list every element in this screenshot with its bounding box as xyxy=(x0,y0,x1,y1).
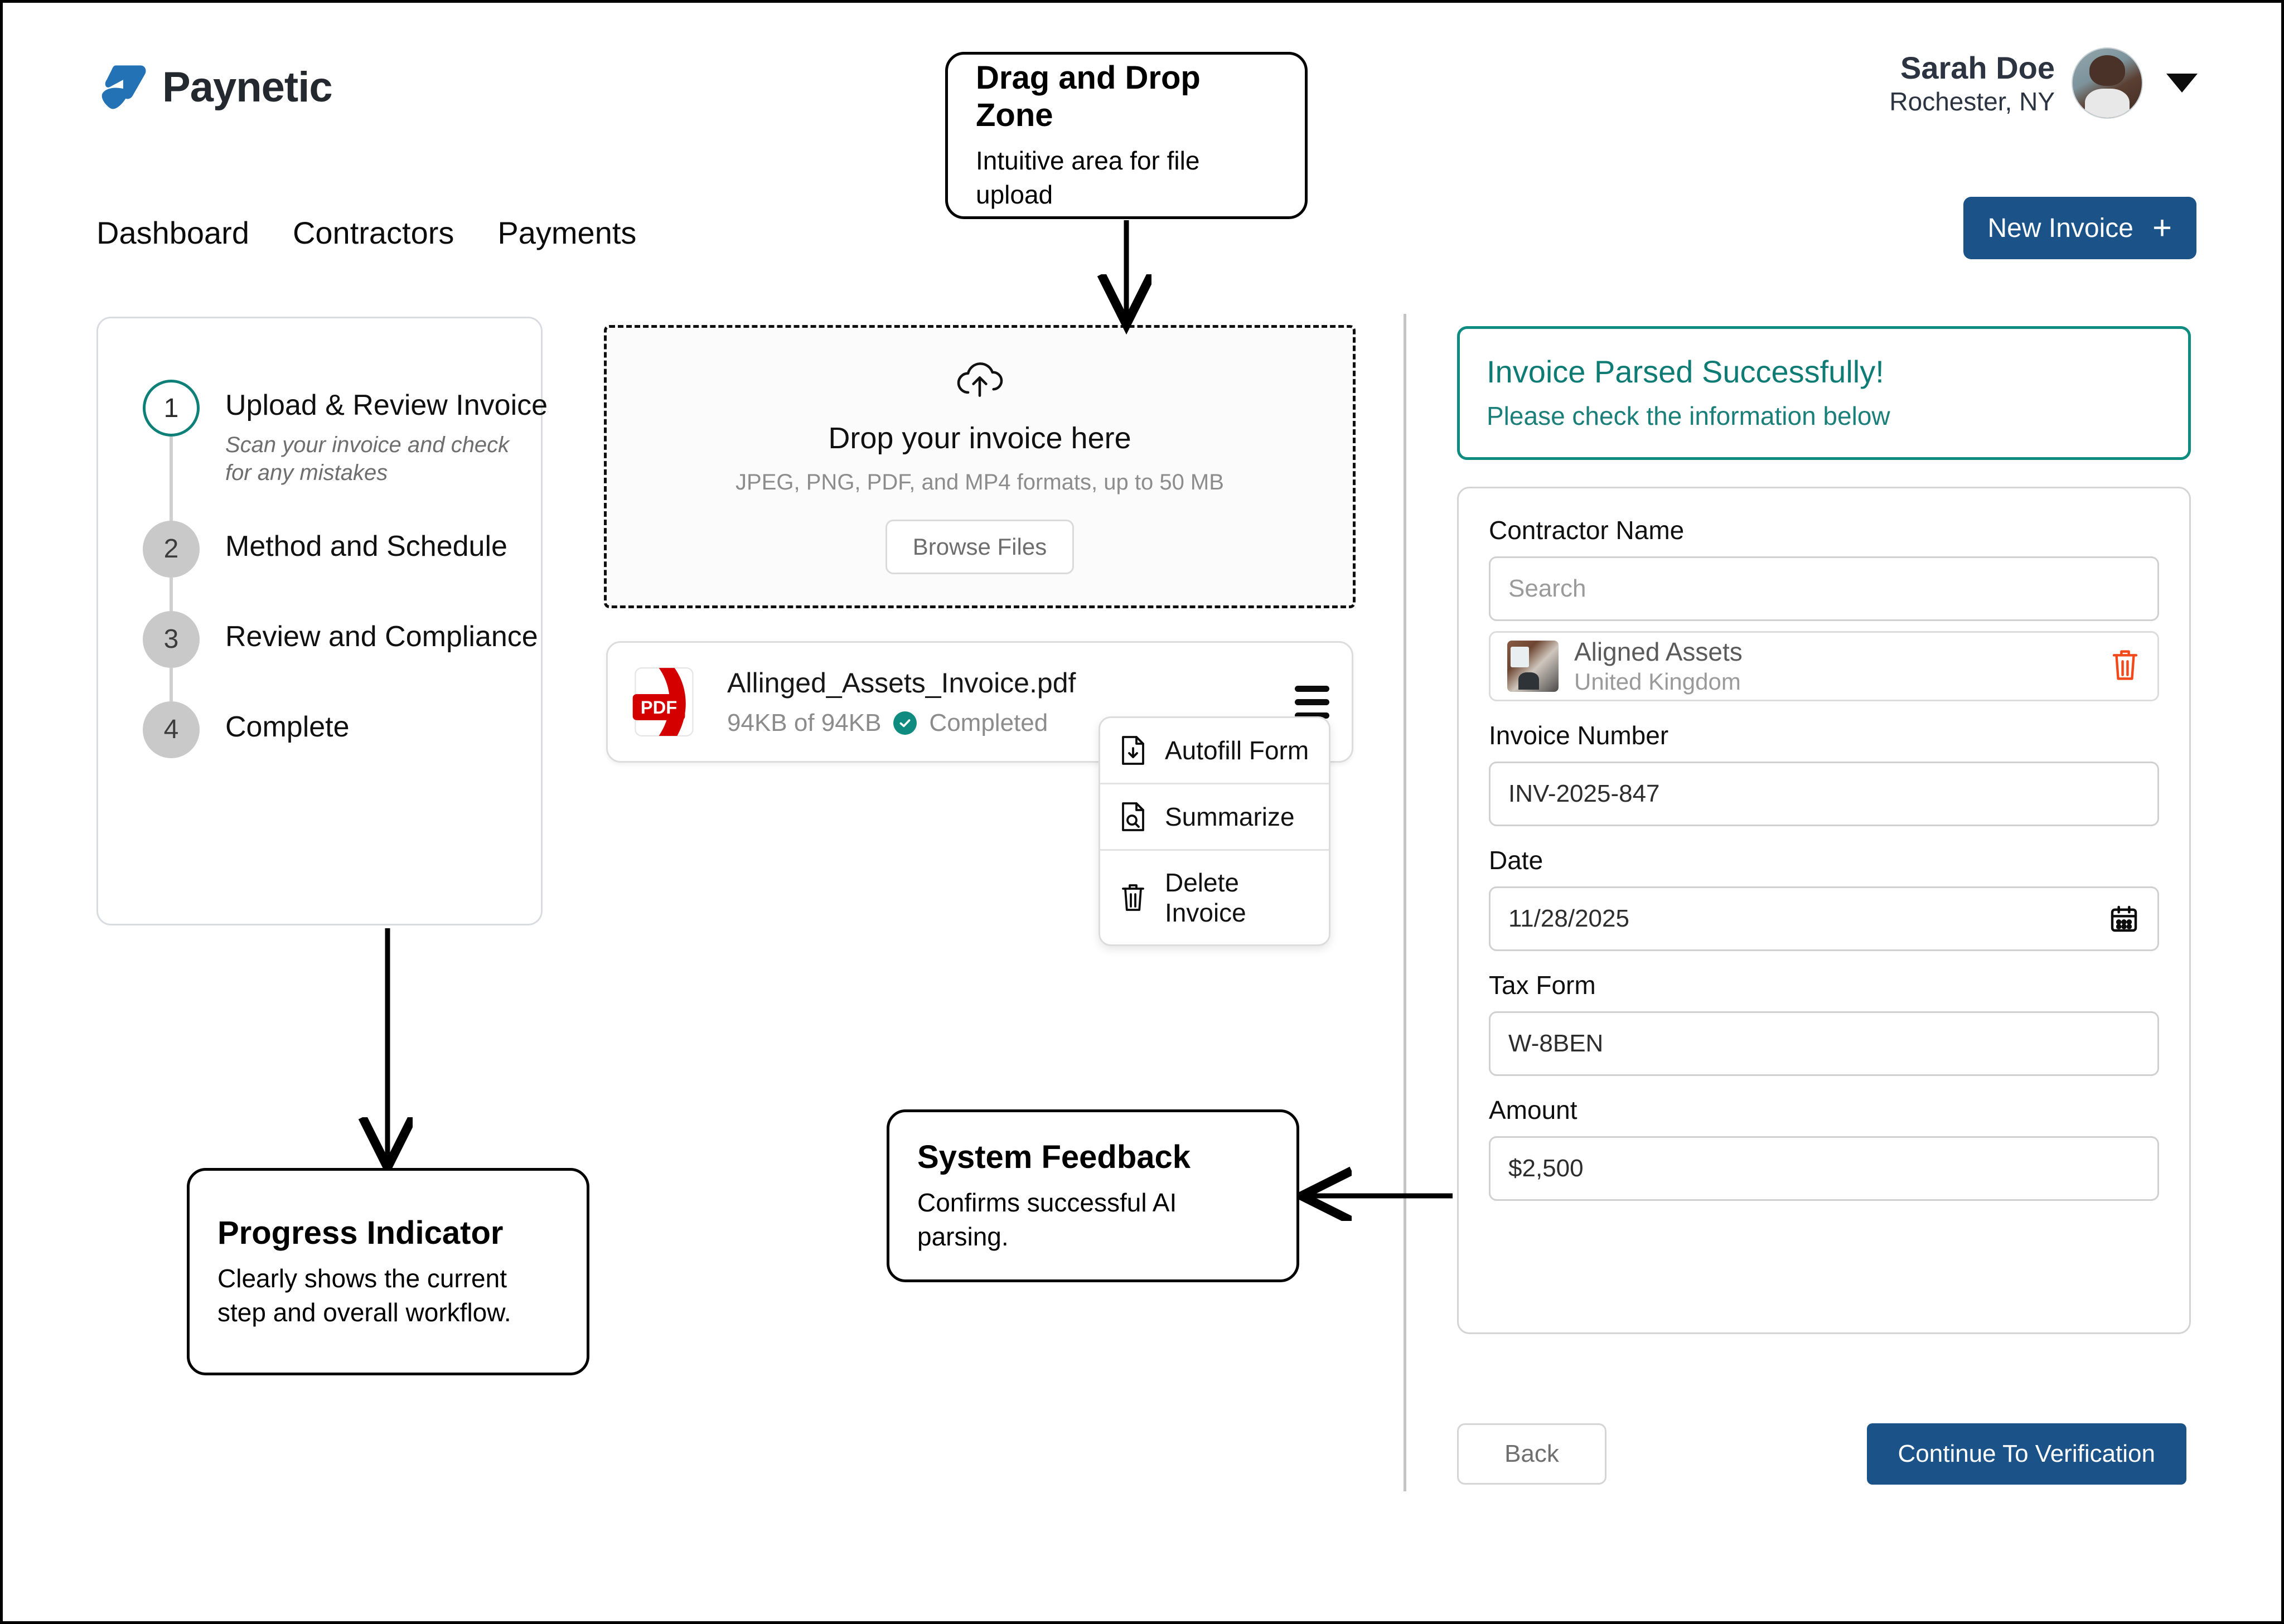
step-item-3[interactable]: 3 Review and Compliance xyxy=(143,610,548,701)
new-invoice-button[interactable]: New Invoice + xyxy=(1963,197,2196,259)
selected-contractor-row: Aligned Assets United Kingdom xyxy=(1489,631,2159,701)
amount-input[interactable]: $2,500 xyxy=(1489,1136,2159,1201)
paynetic-logo-icon xyxy=(101,65,146,109)
nav-item-contractors[interactable]: Contractors xyxy=(292,215,454,250)
invoice-number-label: Invoice Number xyxy=(1489,721,1669,750)
menu-item-autofill-form-label: Autofill Form xyxy=(1165,736,1309,765)
file-meta: Allinged_Assets_Invoice.pdf 94KB of 94KB… xyxy=(727,667,1076,737)
step-title-2: Method and Schedule xyxy=(225,530,507,563)
contractor-info: Aligned Assets United Kingdom xyxy=(1574,636,1743,696)
contractor-country-value: United Kingdom xyxy=(1574,668,1741,695)
trash-icon xyxy=(2112,649,2138,680)
file-context-menu: Autofill Form Summarize Delete Invoice xyxy=(1099,716,1330,946)
step-list: 1 Upload & Review Invoice Scan your invo… xyxy=(143,380,548,758)
step-bubble-1: 1 xyxy=(143,380,200,437)
callout-drag-drop-title: Drag and Drop Zone xyxy=(976,60,1201,134)
brand-name: Paynetic xyxy=(162,63,333,111)
dropzone-subtitle: JPEG, PNG, PDF, and MP4 formats, up to 5… xyxy=(735,469,1224,495)
new-invoice-label: New Invoice xyxy=(1987,213,2133,243)
tax-form-input[interactable]: W-8BEN xyxy=(1489,1011,2159,1076)
step-bubble-4: 4 xyxy=(143,701,200,758)
callout-progress-indicator: Progress Indicator Clearly shows the cur… xyxy=(187,1168,589,1375)
success-banner-title: Invoice Parsed Successfully! xyxy=(1487,354,1884,389)
check-circle-icon xyxy=(893,711,917,735)
plus-icon: + xyxy=(2152,209,2172,246)
continue-to-verification-button[interactable]: Continue To Verification xyxy=(1866,1423,2186,1485)
callout-progress-title: Progress Indicator xyxy=(217,1214,504,1251)
brand: Paynetic xyxy=(96,61,333,113)
field-invoice-number: Invoice Number INV-2025-847 xyxy=(1489,720,2159,826)
callout-progress-subtitle: Clearly shows the current step and overa… xyxy=(217,1263,511,1327)
step-title-4: Complete xyxy=(225,710,350,743)
panel-divider xyxy=(1404,314,1406,1491)
step-bubble-3: 3 xyxy=(143,610,200,668)
calendar-icon[interactable] xyxy=(2108,903,2140,934)
menu-item-delete-invoice[interactable]: Delete Invoice xyxy=(1100,849,1329,944)
hamburger-menu-icon[interactable] xyxy=(1295,685,1329,719)
nav-item-payments[interactable]: Payments xyxy=(497,215,637,250)
main-nav: Dashboard Contractors Payments xyxy=(96,215,636,251)
contractor-name-label: Contractor Name xyxy=(1489,516,1685,545)
invoice-form-card: Contractor Name Search Aligned Assets Un… xyxy=(1457,487,2191,1334)
user-menu[interactable]: Sarah Doe Rochester, NY xyxy=(1889,47,2198,119)
menu-item-autofill-form[interactable]: Autofill Form xyxy=(1100,718,1329,783)
user-location: Rochester, NY xyxy=(1889,86,2055,116)
success-banner-subtitle: Please check the information below xyxy=(1487,401,1890,430)
date-input[interactable]: 11/28/2025 xyxy=(1489,886,2159,951)
step-title-1: Upload & Review Invoice xyxy=(225,389,548,421)
file-status-row: 94KB of 94KB Completed xyxy=(727,709,1076,737)
nav-item-dashboard[interactable]: Dashboard xyxy=(96,215,249,250)
step-subtitle-1: Scan your invoice and check for any mist… xyxy=(225,433,510,486)
step-item-4[interactable]: 4 Complete xyxy=(143,701,548,758)
progress-indicator-card: 1 Upload & Review Invoice Scan your invo… xyxy=(96,317,548,925)
file-status-text: Completed xyxy=(929,709,1048,736)
field-amount: Amount $2,500 xyxy=(1489,1095,2159,1201)
field-contractor-name: Contractor Name Search Aligned Assets Un… xyxy=(1489,515,2159,701)
step-item-1[interactable]: 1 Upload & Review Invoice Scan your invo… xyxy=(143,380,548,548)
browse-files-button[interactable]: Browse Files xyxy=(885,519,1075,574)
callout-drag-drop-zone: Drag and Drop Zone Intuitive area for fi… xyxy=(945,52,1308,219)
field-date: Date 11/28/2025 xyxy=(1489,845,2159,951)
menu-item-summarize[interactable]: Summarize xyxy=(1100,783,1329,849)
user-text: Sarah Doe Rochester, NY xyxy=(1889,50,2055,117)
uploaded-file-card: PDF Allinged_Assets_Invoice.pdf 94KB of … xyxy=(606,641,1353,763)
file-name: Allinged_Assets_Invoice.pdf xyxy=(727,667,1076,699)
step-item-2[interactable]: 2 Method and Schedule xyxy=(143,520,548,611)
date-label: Date xyxy=(1489,846,1543,875)
success-banner: Invoice Parsed Successfully! Please chec… xyxy=(1457,326,2191,460)
file-download-icon xyxy=(1122,736,1144,765)
field-tax-form: Tax Form W-8BEN xyxy=(1489,970,2159,1076)
avatar[interactable] xyxy=(2072,47,2143,119)
remove-contractor-button[interactable] xyxy=(2109,648,2141,685)
pdf-file-icon: PDF xyxy=(632,667,694,737)
file-size: 94KB of 94KB xyxy=(727,709,882,736)
chevron-down-icon[interactable] xyxy=(2166,74,2198,93)
trash-icon xyxy=(1122,884,1144,911)
file-dropzone[interactable]: Drop your invoice here JPEG, PNG, PDF, a… xyxy=(604,325,1356,608)
callout-system-feedback: System Feedback Confirms successful AI p… xyxy=(887,1109,1299,1282)
callout-feedback-title: System Feedback xyxy=(917,1138,1191,1175)
contractor-search-input[interactable]: Search xyxy=(1489,556,2159,621)
file-search-icon xyxy=(1122,802,1144,831)
amount-label: Amount xyxy=(1489,1095,1577,1124)
invoice-number-input[interactable]: INV-2025-847 xyxy=(1489,762,2159,826)
tax-form-label: Tax Form xyxy=(1489,971,1596,1000)
step-title-3: Review and Compliance xyxy=(225,620,538,653)
step-bubble-2: 2 xyxy=(143,520,200,578)
callout-drag-drop-subtitle: Intuitive area for file upload xyxy=(976,146,1200,209)
dropzone-title: Drop your invoice here xyxy=(828,421,1131,455)
cloud-upload-icon xyxy=(957,362,1003,397)
menu-item-delete-invoice-label: Delete Invoice xyxy=(1165,868,1246,927)
callout-feedback-subtitle: Confirms successful AI parsing. xyxy=(917,1187,1177,1251)
svg-text:PDF: PDF xyxy=(641,697,678,718)
date-value: 11/28/2025 xyxy=(1508,905,1629,932)
contractor-name-value: Aligned Assets xyxy=(1574,637,1743,667)
company-thumbnail xyxy=(1507,641,1559,692)
user-name: Sarah Doe xyxy=(1900,50,2055,85)
back-button[interactable]: Back xyxy=(1457,1423,1606,1485)
menu-item-summarize-label: Summarize xyxy=(1165,802,1295,831)
